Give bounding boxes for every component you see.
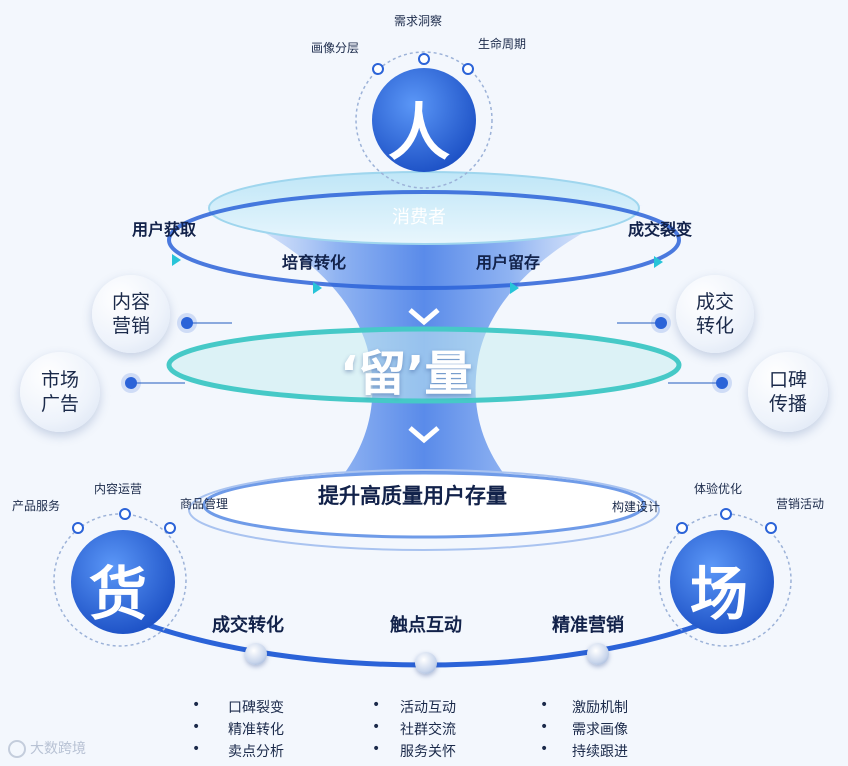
tag-dot	[462, 63, 474, 75]
bullet: •	[372, 741, 381, 757]
list-item: 需求画像	[572, 722, 628, 738]
tag-product-service: 产品服务	[12, 499, 61, 513]
tag-persona-layering: 画像分层	[311, 41, 360, 55]
bullet: •	[540, 741, 549, 757]
list-item: 口碑裂变	[228, 700, 284, 716]
tag-dot	[72, 522, 84, 534]
tag-goods-management: 商品管理	[180, 497, 229, 511]
bubble-content-marketing: 内容营销	[92, 275, 170, 353]
bullet: •	[372, 697, 381, 713]
bullet: •	[540, 697, 549, 713]
list-touchpoint: 活动互动 社群交流 服务关怀	[400, 697, 456, 763]
list-deal-conversion: 口碑裂变 精准转化 卖点分析	[228, 697, 284, 763]
orbit-arrow	[654, 256, 663, 268]
orbit-arrow	[313, 282, 322, 294]
tag-dot	[676, 522, 688, 534]
orbit-label-nurture: 培育转化	[282, 253, 347, 272]
bubble-deal-conversion: 成交转化	[676, 275, 754, 353]
bullet: •	[372, 719, 381, 735]
node-marker	[587, 643, 609, 665]
bubble-word-of-mouth: 口碑传播	[748, 352, 828, 432]
tag-content-ops: 内容运营	[94, 482, 143, 496]
tag-dot	[119, 508, 131, 520]
node-marker	[415, 652, 437, 674]
tag-dot	[418, 53, 430, 65]
list-item: 社群交流	[400, 722, 456, 738]
orbit-arrow	[510, 282, 519, 294]
bubble-market-ads: 市场广告	[20, 352, 100, 432]
node-marker	[245, 643, 267, 665]
orbit-label-fission: 成交裂变	[628, 220, 693, 239]
tag-build-design: 构建设计	[612, 500, 661, 514]
bullet: •	[192, 697, 201, 713]
list-item: 活动互动	[400, 700, 456, 716]
list-item: 卖点分析	[228, 744, 284, 760]
center-title: ‘留’量	[340, 346, 473, 402]
orbit-arrow	[172, 254, 181, 266]
list-item: 精准转化	[228, 722, 284, 738]
node-label-precision-marketing: 精准营销	[552, 615, 624, 636]
connector-dot	[716, 377, 728, 389]
connector-dot	[125, 377, 137, 389]
venue-core-label: 场	[690, 560, 749, 628]
bullet: •	[192, 741, 201, 757]
tag-demand-insight: 需求洞察	[394, 14, 443, 28]
bullet: •	[192, 719, 201, 735]
list-item: 服务关怀	[400, 744, 456, 760]
goods-core-label: 货	[89, 560, 148, 628]
tag-lifecycle: 生命周期	[478, 37, 527, 51]
tag-dot	[164, 522, 176, 534]
tag-dot	[765, 522, 777, 534]
node-label-touchpoint: 触点互动	[390, 615, 462, 636]
list-item: 持续跟进	[572, 744, 628, 760]
connector-dot	[655, 317, 667, 329]
bullet: •	[540, 719, 549, 735]
connector-dot	[181, 317, 193, 329]
node-label-deal-conversion: 成交转化	[212, 615, 284, 636]
center-subtitle: 提升高质量用户存量	[318, 484, 507, 508]
orbit-label-acquisition: 用户获取	[132, 220, 197, 239]
orbit-label-retention: 用户留存	[476, 253, 541, 272]
tag-dot	[372, 63, 384, 75]
watermark-icon	[8, 740, 26, 758]
tag-experience-optimization: 体验优化	[694, 482, 743, 496]
consumer-label: 消费者	[392, 207, 446, 228]
watermark: 大数跨境	[8, 738, 86, 758]
tag-dot	[720, 508, 732, 520]
list-item: 激励机制	[572, 700, 628, 716]
list-precision-marketing: 激励机制 需求画像 持续跟进	[572, 697, 628, 763]
person-core-label: 人	[388, 96, 451, 169]
tag-marketing-activity: 营销活动	[776, 497, 825, 511]
